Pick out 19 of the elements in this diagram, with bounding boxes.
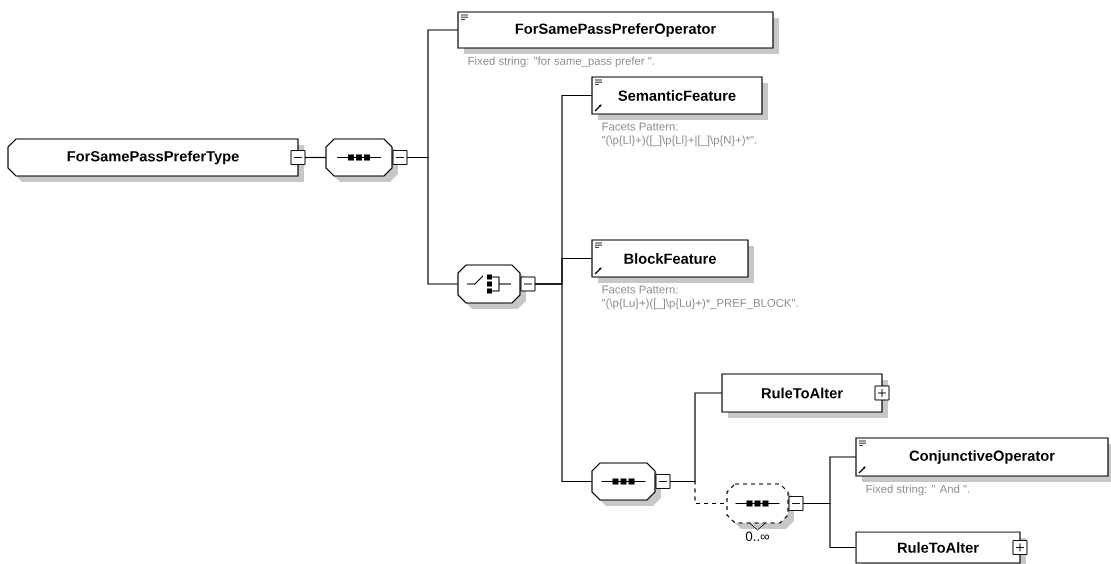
type-box: ForSamePassPreferType: [7, 138, 304, 182]
annotation-text: "(\p{Lu}+)([_]\p{Lu}+)*_PREF_BLOCK".: [602, 298, 798, 310]
element-box: ConjunctiveOperator: [855, 437, 1111, 482]
connector-line: [304, 156, 327, 159]
annotation-text: Facets Pattern:: [602, 122, 678, 131]
element-box: SemanticFeature: [591, 76, 768, 120]
connector-line: [669, 480, 728, 505]
element-box: BlockFeature: [591, 239, 754, 283]
annotation-text: Fixed string: " And ".: [866, 484, 970, 496]
annotation-text: Facets Pattern:: [602, 285, 678, 294]
connector-line: [534, 283, 593, 483]
connector-line: [406, 156, 459, 285]
element-box: RuleToAlter: [855, 531, 1026, 564]
occurrence-label: 0..∞: [745, 531, 770, 542]
element-box: RuleToAlter: [721, 373, 888, 418]
element-box: ForSamePassPreferOperator: [457, 11, 779, 54]
connector-line: [802, 502, 857, 549]
annotation-text: "(\p{Ll}+)([_]\p{Ll}+|[_]\p{N}+)*".: [602, 135, 757, 147]
annotation-text: Fixed string: "for same_pass prefer ".: [468, 56, 654, 68]
